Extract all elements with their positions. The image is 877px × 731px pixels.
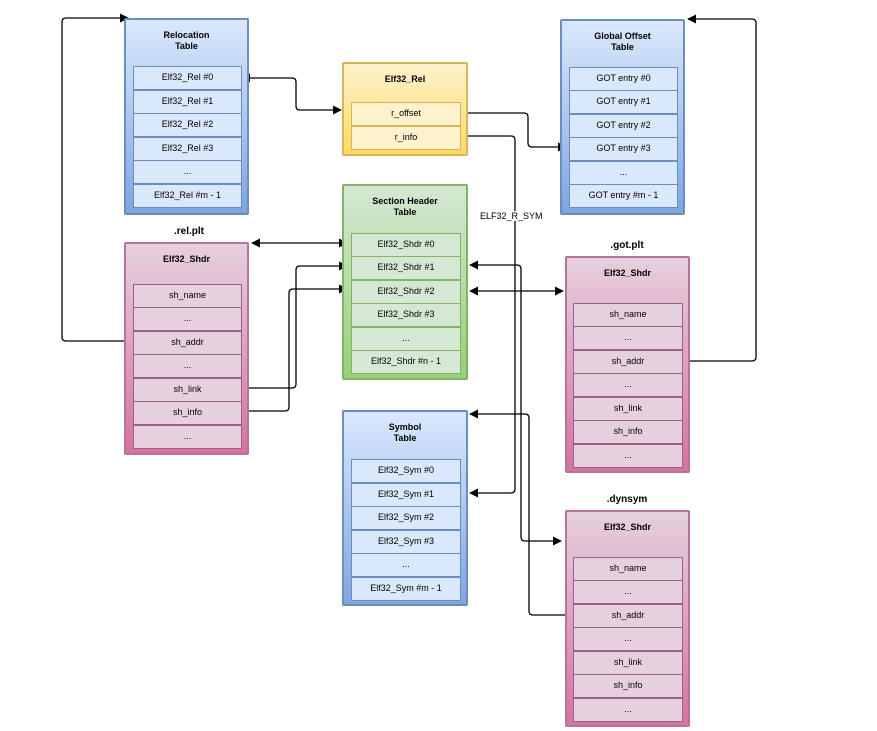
reloc-row: Elf32_Rel #3: [133, 137, 242, 161]
elf32-rel-title: Elf32_Rel: [384, 74, 426, 84]
dynsym-row: sh_info: [573, 674, 683, 698]
got-title: Global Offset Table: [594, 31, 651, 52]
dynsym-row: sh_name: [573, 557, 683, 581]
symbol-table: Symbol Table Elf32_Sym #0 Elf32_Sym #1 E…: [342, 410, 468, 606]
edge-shdr1-to-dynsym: [469, 260, 562, 546]
elf32-rel-row-r-offset: r_offset: [351, 102, 461, 126]
rel-plt-row: sh_info: [133, 401, 242, 425]
section-header-table-title: Section Header Table: [372, 196, 438, 217]
dynsym-label: .dynsym: [606, 494, 648, 505]
edge-relplt-shinfo-to-shdr2: [242, 284, 348, 412]
edge-rel0-to-r-offset: [241, 73, 342, 115]
reloc-row: ...: [133, 160, 242, 184]
global-offset-table: Global Offset Table GOT entry #0 GOT ent…: [560, 19, 685, 215]
got-plt-row: ...: [573, 326, 683, 350]
rel-plt-row: ...: [133, 307, 242, 331]
edge-r-offset-to-got3: [462, 112, 567, 152]
reloc-row: Elf32_Rel #2: [133, 113, 242, 137]
relocation-table-title: Relocation Table: [163, 30, 210, 51]
dynsym-row: ...: [573, 698, 683, 722]
reloc-row: Elf32_Rel #0: [133, 66, 242, 90]
rel-plt-row: ...: [133, 354, 242, 378]
shdr-row: ...: [351, 327, 461, 351]
edge-dynsym-shaddr-to-symtab: [469, 409, 572, 616]
got-row: GOT entry #m - 1: [569, 184, 678, 208]
rel-plt-shdr-title: Elf32_Shdr: [162, 254, 211, 264]
dynsym-shdr-title: Elf32_Shdr: [603, 522, 652, 532]
symbol-table-title: Symbol Table: [388, 422, 422, 443]
dynsym-row: sh_link: [573, 651, 683, 675]
got-row: GOT entry #0: [569, 67, 678, 91]
edge-relplt-shlink-to-shdr1: [242, 261, 348, 389]
sym-row: Elf32_Sym #m - 1: [351, 577, 461, 601]
got-row: ...: [569, 161, 678, 185]
shdr-row: Elf32_Shdr #0: [351, 233, 461, 257]
got-plt-row: ...: [573, 444, 683, 468]
rel-plt-row: sh_name: [133, 284, 242, 308]
got-plt-row: sh_link: [573, 397, 683, 421]
rel-plt-shdr: Elf32_Shdr sh_name ... sh_addr ... sh_li…: [124, 242, 249, 455]
edge-gotplt-shaddr-to-got: [683, 14, 757, 362]
dynsym-shdr: Elf32_Shdr sh_name ... sh_addr ... sh_li…: [565, 510, 690, 727]
got-plt-shdr: Elf32_Shdr sh_name ... sh_addr ... sh_li…: [565, 256, 690, 473]
sym-row: Elf32_Sym #2: [351, 506, 461, 530]
got-row: GOT entry #1: [569, 90, 678, 114]
sym-row: Elf32_Sym #3: [351, 530, 461, 554]
sym-row: Elf32_Sym #0: [351, 459, 461, 483]
got-plt-row: sh_info: [573, 420, 683, 444]
edge-label-elf32-r-sym: ELF32_R_SYM: [479, 211, 544, 221]
shdr-row: Elf32_Shdr #1: [351, 256, 461, 280]
shdr-row: Elf32_Shdr #2: [351, 280, 461, 304]
reloc-row: Elf32_Rel #1: [133, 90, 242, 114]
sym-row: ...: [351, 553, 461, 577]
shdr-row: Elf32_Shdr #n - 1: [351, 350, 461, 374]
relocation-table: Relocation Table Elf32_Rel #0 Elf32_Rel …: [124, 18, 249, 215]
got-plt-label: .got.plt: [610, 240, 644, 251]
got-plt-row: sh_addr: [573, 350, 683, 374]
got-row: GOT entry #2: [569, 114, 678, 138]
sym-row: Elf32_Sym #1: [351, 483, 461, 507]
rel-plt-row: sh_addr: [133, 331, 242, 355]
got-plt-shdr-title: Elf32_Shdr: [603, 268, 652, 278]
got-plt-row: ...: [573, 373, 683, 397]
section-header-table: Section Header Table Elf32_Shdr #0 Elf32…: [342, 184, 468, 380]
edge-r-info-to-sym1: [462, 135, 516, 498]
dynsym-row: sh_addr: [573, 604, 683, 628]
got-plt-row: sh_name: [573, 303, 683, 327]
elf32-rel-struct: Elf32_Rel r_offset r_info: [342, 62, 468, 156]
dynsym-row: ...: [573, 627, 683, 651]
reloc-row: Elf32_Rel #m - 1: [133, 184, 242, 208]
rel-plt-row: sh_link: [133, 378, 242, 402]
shdr-row: Elf32_Shdr #3: [351, 303, 461, 327]
dynsym-row: ...: [573, 580, 683, 604]
edge-relplt-shaddr-to-reloc: [61, 13, 131, 342]
elf32-rel-row-r-info: r_info: [351, 126, 461, 150]
got-row: GOT entry #3: [569, 137, 678, 161]
rel-plt-row: ...: [133, 425, 242, 449]
rel-plt-label: .rel.plt: [173, 226, 204, 237]
